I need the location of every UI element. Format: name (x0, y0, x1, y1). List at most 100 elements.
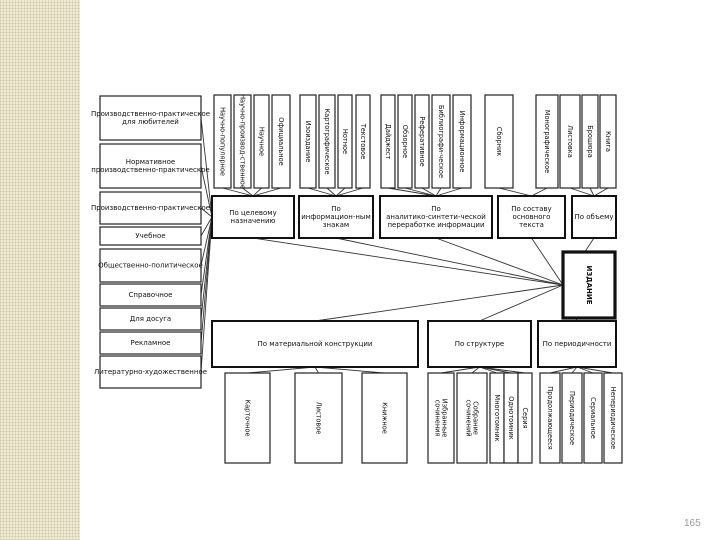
category-box-purpose (211, 195, 295, 239)
top-tab-17 (581, 94, 599, 189)
top-tab-12 (431, 94, 451, 189)
bottom-tab-label-1: Карточное (244, 399, 252, 436)
link-top-10 (404, 187, 437, 197)
top-tab-label-9: Дайджест (384, 124, 392, 160)
bottom-tab-label-5: Собраниесочинений (464, 399, 479, 436)
top-tab-label-18: Книга (604, 131, 612, 152)
link-left-4-purpose (200, 216, 213, 237)
top-tab-14 (484, 94, 514, 189)
category-label-material: По материальной конструкции (258, 340, 373, 348)
left-label-7: Для досуга (130, 315, 171, 323)
left-box-2 (99, 143, 202, 189)
top-tab-label-5: Изоиздание (304, 121, 312, 163)
bottom-tab-label-12: Непериодическое (609, 387, 617, 449)
link-top-13 (435, 187, 463, 197)
link-left-1-purpose (200, 117, 213, 218)
link-top-3 (252, 187, 262, 197)
link-left-2-purpose (200, 165, 213, 218)
top-tab-6 (318, 94, 336, 189)
link-center-text-composition (531, 237, 564, 286)
center-node-label: ИЗДАНИЕ (585, 266, 593, 305)
center-node-box (561, 250, 617, 320)
category-box-info-signs (298, 195, 374, 239)
bottom-tab-label-7: Однотомник (507, 396, 515, 440)
top-tab-10 (397, 94, 413, 189)
category-box-material (211, 320, 419, 368)
category-box-periodicity (537, 320, 617, 368)
top-tab-11 (414, 94, 430, 189)
top-tab-label-16: Листовка (566, 125, 574, 158)
link-top-16 (569, 187, 595, 197)
left-label-3: Производственно-практическое (91, 204, 210, 212)
top-tab-label-11: Реферативное (418, 116, 426, 166)
top-tab-label-6: Картографическое (323, 108, 331, 174)
bottom-tab-label-10: Периодическое (568, 391, 576, 445)
left-label-4: Учебное (135, 232, 165, 240)
bottom-tab-label-2: Листовое (315, 402, 323, 435)
top-tab-label-14: Сборник (495, 127, 503, 156)
link-top-14 (498, 187, 532, 197)
top-tab-18 (599, 94, 617, 189)
link-left-9-purpose (200, 216, 213, 373)
bottom-tab-label-8: Серия (521, 407, 529, 428)
link-top-9 (387, 187, 437, 197)
category-label-periodicity: По периодичности (543, 340, 612, 348)
top-tab-label-1: Научно-популярное (219, 107, 227, 176)
left-label-6: Справочное (129, 291, 173, 299)
bottom-tab-4 (427, 372, 455, 464)
page-number: 165 (684, 518, 701, 529)
bottom-tab-label-4: Избранныесочинения (433, 399, 448, 438)
link-center-info-signs (335, 237, 564, 286)
left-box-3 (99, 191, 202, 225)
bottom-tab-1 (224, 372, 271, 464)
link-top-5 (307, 187, 337, 197)
link-center-structure (479, 284, 564, 322)
bottom-tab-2 (294, 372, 343, 464)
left-label-9: Литературно-художественное (94, 368, 207, 376)
bottom-tab-5 (456, 372, 488, 464)
decorative-side-stripe (0, 0, 80, 540)
bottom-tab-9 (539, 372, 561, 464)
top-tab-label-17: Брошюра (586, 125, 594, 158)
top-tab-label-4: Официальное (277, 117, 285, 165)
left-box-5 (99, 248, 202, 283)
top-tab-16 (559, 94, 581, 189)
left-box-7 (99, 307, 202, 331)
left-label-5: Общественно-политическое (98, 262, 203, 270)
bottom-tab-11 (583, 372, 603, 464)
top-tab-label-3: Научное (258, 127, 266, 156)
bottom-tab-label-11: Сериальное (589, 397, 597, 439)
bottom-tab-10 (561, 372, 583, 464)
top-tab-4 (271, 94, 291, 189)
bottom-tab-3 (361, 372, 408, 464)
top-tab-label-8: Текстовое (359, 123, 367, 160)
left-label-8: Рекламное (131, 339, 171, 347)
top-tab-label-13: Информационное (458, 111, 466, 173)
link-top-17 (589, 187, 595, 197)
top-tab-8 (355, 94, 371, 189)
link-center-analytic-processing (435, 237, 564, 286)
top-tab-label-7: Нотное (341, 129, 349, 154)
left-box-4 (99, 226, 202, 246)
top-tab-13 (452, 94, 472, 189)
link-center-purpose (252, 237, 564, 286)
category-box-analytic-processing (379, 195, 493, 239)
category-label-structure: По структуре (455, 340, 504, 348)
link-top-1 (222, 187, 254, 197)
link-top-18 (593, 187, 609, 197)
top-tab-label-15: Монографическое (543, 110, 551, 173)
top-tab-7 (337, 94, 353, 189)
link-center-material (314, 284, 564, 322)
link-top-2 (242, 187, 254, 197)
category-box-volume (571, 195, 617, 239)
top-tab-9 (380, 94, 396, 189)
category-box-structure (427, 320, 532, 368)
left-box-1 (99, 95, 202, 141)
bottom-tab-label-6: Многотомник (493, 395, 501, 442)
link-top-11 (421, 187, 437, 197)
top-tab-label-2: Научно-производ-ственное (239, 94, 247, 189)
